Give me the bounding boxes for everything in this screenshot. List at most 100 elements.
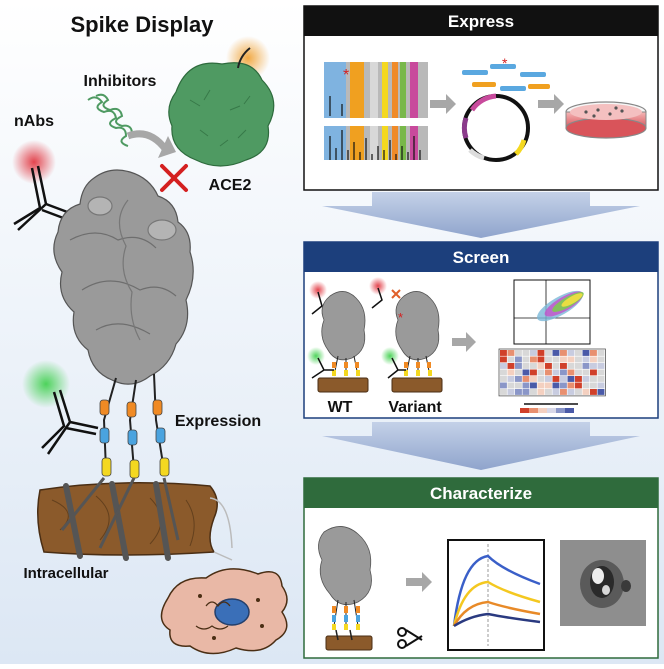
heatmap-cell [522, 350, 530, 356]
heatmap-cell [575, 369, 582, 376]
heatmap-cell [522, 382, 530, 389]
heatmap-cell [552, 356, 560, 363]
wt-spike-icon [307, 281, 369, 393]
heatmap-cell [507, 369, 515, 376]
heatmap-cell [552, 376, 560, 382]
heatmap-cell [515, 389, 522, 395]
heatmap-cell [522, 363, 530, 369]
heatmap-cell [515, 369, 522, 376]
heatmap-cell [530, 389, 537, 395]
heatmap-cell [537, 382, 545, 389]
heatmap-cell [567, 389, 575, 395]
heatmap-cell [537, 376, 545, 382]
heatmap-cell [530, 376, 537, 382]
heatmap-cell [507, 363, 515, 369]
heatmap-cell [567, 350, 575, 356]
express-header [304, 6, 658, 36]
heatmap-cell [582, 350, 590, 356]
heatmap-cell [582, 363, 590, 369]
label-intracellular: Intracellular [23, 565, 108, 582]
step-screen: Screen WT * Variant [303, 241, 659, 419]
heatmap-cell [507, 389, 515, 395]
heatmap-cell [500, 376, 507, 382]
heatmap-cell [552, 389, 560, 395]
heatmap-cell [560, 389, 567, 395]
heatmap-cell [545, 369, 552, 376]
left-title: Spike Display [70, 12, 214, 37]
express-arrow-1 [430, 94, 456, 114]
inhibitor-arrow-head [158, 136, 176, 158]
heatmap-cell [522, 356, 530, 363]
heatmap-colorbar [520, 403, 578, 413]
heatmap-cell [590, 356, 597, 363]
heatmap-cell [545, 350, 552, 356]
heatmap-cell [530, 356, 537, 363]
heatmap-cell [507, 376, 515, 382]
step-express: Express * [303, 5, 659, 191]
heatmap-cell [597, 382, 605, 389]
heatmap-cell [590, 376, 597, 382]
heatmap-cell [545, 376, 552, 382]
heatmap-cell [515, 363, 522, 369]
heatmap-cell [560, 356, 567, 363]
heatmap-cell [597, 356, 605, 363]
heatmap-cell [545, 356, 552, 363]
heatmap-cell [522, 369, 530, 376]
heatmap-cell [537, 350, 545, 356]
inhibitor-helix-icon [87, 93, 133, 147]
heatmap-cell [575, 382, 582, 389]
svg-text:*: * [398, 310, 403, 325]
heatmap-cell [530, 382, 537, 389]
heatmap-cell [500, 350, 507, 356]
heatmap-cell [530, 350, 537, 356]
flow-arrow-2 [322, 422, 640, 470]
label-ace2: ACE2 [209, 177, 252, 194]
heatmap-cell [537, 369, 545, 376]
heatmap-cell [567, 382, 575, 389]
heatmap-cell [597, 376, 605, 382]
heatmap-cell [500, 389, 507, 395]
spike-trimer-icon [53, 169, 194, 385]
heatmap-cell [560, 382, 567, 389]
heatmap-cell [590, 350, 597, 356]
ace2-protein-icon [168, 36, 275, 167]
heatmap-cell [582, 356, 590, 363]
characterize-header [304, 478, 658, 508]
cell-membrane-icon [37, 477, 218, 561]
heatmap-cell [597, 350, 605, 356]
heatmap-cell [590, 382, 597, 389]
express-arrow-2 [538, 94, 564, 114]
heatmap-cell [597, 389, 605, 395]
heatmap-cell [552, 369, 560, 376]
heatmap-cell [582, 369, 590, 376]
variant-spike-icon: * [369, 277, 443, 393]
flow-cytometry-plot-icon [513, 279, 591, 345]
heatmap-cell [590, 369, 597, 376]
scissors-icon [397, 627, 423, 649]
detection-antibody-icon [41, 389, 99, 455]
heatmap-cell [515, 350, 522, 356]
heatmap-cell [537, 363, 545, 369]
zoom-connector [209, 497, 233, 549]
heatmap-cell [530, 363, 537, 369]
label-wt: WT [328, 399, 353, 416]
heatmap-cell [560, 369, 567, 376]
cell-culture-plate-icon [565, 101, 647, 139]
heatmap-cell [500, 382, 507, 389]
heatmap-cell [552, 363, 560, 369]
heatmap-cell [507, 382, 515, 389]
heatmap-cell [560, 350, 567, 356]
block-x-icon [160, 164, 188, 192]
heatmap-cell [500, 356, 507, 363]
heatmap-cell [515, 356, 522, 363]
binding-kinetics-plot-icon [447, 539, 545, 651]
heatmap-cell [537, 389, 545, 395]
heatmap-cell [537, 356, 545, 363]
flow-arrow-1 [322, 192, 640, 238]
cell-icon [160, 568, 288, 655]
heatmap-cell [582, 376, 590, 382]
detection-fluorophore-icon [22, 360, 70, 408]
plasmid-icon: * [461, 55, 550, 162]
heatmap-cell [552, 382, 560, 389]
